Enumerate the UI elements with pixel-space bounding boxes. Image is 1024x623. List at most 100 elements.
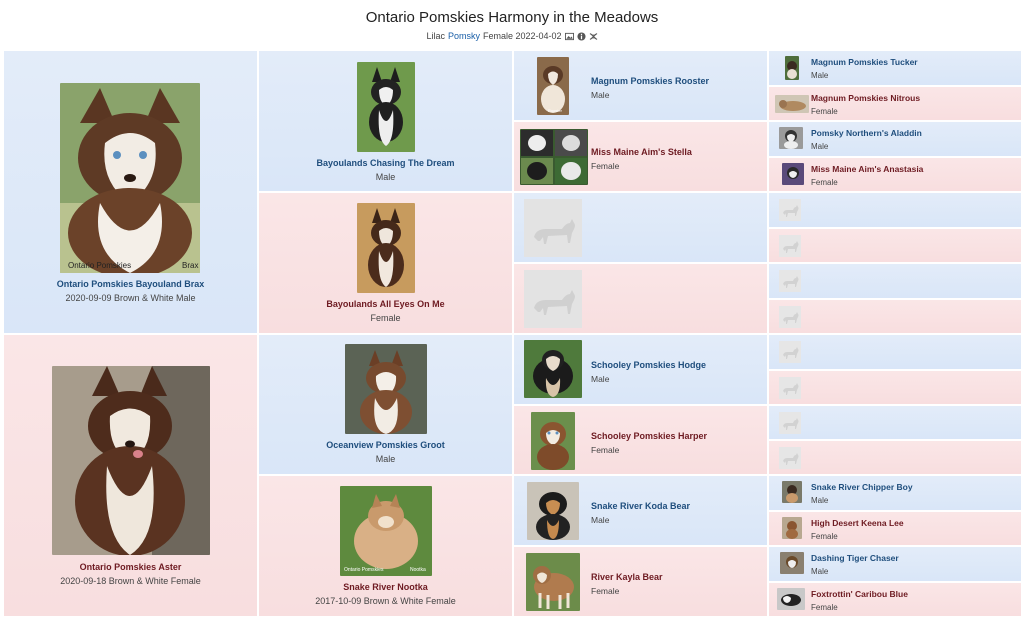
great-grandparent-7-photo[interactable]: [527, 482, 579, 540]
granddam-maternal-card[interactable]: Ontario Pomskies Nootka Snake River Noot…: [258, 475, 513, 617]
great-grandparent-5-meta: Male: [591, 374, 610, 384]
grandsire-maternal-photo[interactable]: [345, 344, 427, 434]
great-grandparent-2-name[interactable]: Miss Maine Aim's Stella: [591, 147, 692, 157]
gen4-ancestor-13-name[interactable]: Snake River Chipper Boy: [811, 482, 913, 492]
granddam-maternal-photo-watermark-left: Ontario Pomskies: [344, 567, 384, 573]
granddam-paternal-name[interactable]: Bayoulands All Eyes On Me: [326, 299, 445, 309]
placeholder-dog-icon: [524, 270, 582, 328]
placeholder-dog-icon: [779, 235, 801, 257]
sire-photo-watermark-right: Brax: [182, 261, 198, 270]
gen4-ancestor-15-name[interactable]: Dashing Tiger Chaser: [811, 553, 899, 563]
great-grandparent-1-card[interactable]: Rooster Magnum Pomskies Rooster Male: [513, 50, 768, 121]
great-grandparent-1-name[interactable]: Magnum Pomskies Rooster: [591, 76, 710, 86]
grandsire-maternal-card[interactable]: Oceanview Pomskies Groot Male: [258, 334, 513, 475]
great-grandparent-2-card[interactable]: Miss Maine Aim's Stella Female: [513, 121, 768, 192]
breed-link[interactable]: Pomsky: [447, 31, 480, 41]
gen4-ancestor-14-photo[interactable]: [782, 517, 802, 539]
gen4-ancestor-16-photo[interactable]: [777, 588, 805, 610]
granddam-maternal-name[interactable]: Snake River Nootka: [343, 582, 428, 592]
great-grandparent-6-photo[interactable]: [531, 412, 575, 470]
grandsire-paternal-name[interactable]: Bayoulands Chasing The Dream: [316, 158, 455, 168]
gen4-ancestor-3-card[interactable]: Pomsky Northern's Aladdin Male: [768, 121, 1022, 157]
great-grandparent-6-card[interactable]: Schooley Pomskies Harper Female: [513, 405, 768, 475]
gen4-ancestor-16-meta: Female: [811, 603, 838, 612]
great-grandparent-8-photo[interactable]: [526, 553, 580, 611]
grandsire-paternal-photo[interactable]: [357, 62, 415, 152]
gen4-ancestor-13-card[interactable]: Snake River Chipper Boy Male: [768, 475, 1022, 511]
grandsire-maternal-name[interactable]: Oceanview Pomskies Groot: [326, 440, 445, 450]
great-grandparent-5-card[interactable]: Schooley Pomskies Hodge Male: [513, 334, 768, 405]
page-title: Ontario Pomskies Harmony in the Meadows: [365, 9, 659, 26]
gen4-ancestor-1-name[interactable]: Magnum Pomskies Tucker: [811, 57, 918, 67]
grandsire-paternal-card[interactable]: Bayoulands Chasing The Dream Male: [258, 50, 513, 192]
gen4-ancestor-8-card[interactable]: [768, 299, 1022, 334]
dam-photo[interactable]: [52, 366, 210, 555]
gen4-ancestor-2-photo[interactable]: [775, 95, 809, 113]
great-grandparent-8-name[interactable]: River Kayla Bear: [591, 572, 663, 582]
gen4-ancestor-6-card[interactable]: [768, 228, 1022, 263]
great-grandparent-4-card[interactable]: [513, 263, 768, 334]
dog-summary: Lilac Pomsky Female 2022-04-02: [0, 31, 1024, 41]
granddam-paternal-card[interactable]: Bayoulands All Eyes On Me Female: [258, 192, 513, 334]
gen4-ancestor-2-card[interactable]: Magnum Pomskies Nitrous Female: [768, 86, 1022, 121]
gen4-ancestor-4-meta: Female: [811, 178, 838, 187]
granddam-maternal-photo[interactable]: Ontario Pomskies Nootka: [340, 486, 432, 576]
gen4-ancestor-4-name[interactable]: Miss Maine Aim's Anastasia: [811, 164, 924, 174]
gen4-ancestor-4-photo[interactable]: [782, 163, 804, 185]
gen4-ancestor-1-meta: Male: [811, 71, 829, 80]
gen4-ancestor-4-card[interactable]: Miss Maine Aim's Anastasia Female: [768, 157, 1022, 192]
placeholder-dog-icon: [779, 447, 801, 469]
gen4-ancestor-14-card[interactable]: High Desert Keena Lee Female: [768, 511, 1022, 546]
gen4-ancestor-12-card[interactable]: [768, 440, 1022, 475]
sex-date-label: Female 2022-04-02: [482, 31, 562, 41]
great-grandparent-6-name[interactable]: Schooley Pomskies Harper: [591, 431, 708, 441]
gen4-ancestor-1-card[interactable]: Magnum Pomskies Tucker Male: [768, 50, 1022, 86]
gen4-ancestor-9-card[interactable]: [768, 334, 1022, 370]
great-grandparent-5-name[interactable]: Schooley Pomskies Hodge: [591, 360, 707, 370]
great-grandparent-1-photo-watermark: Rooster: [548, 108, 563, 113]
gen4-ancestor-3-photo[interactable]: [779, 127, 803, 149]
placeholder-dog-icon: [779, 270, 801, 292]
gen4-ancestor-13-photo[interactable]: [782, 481, 802, 503]
great-grandparent-8-card[interactable]: River Kayla Bear Female: [513, 546, 768, 617]
gen4-ancestor-15-card[interactable]: Dashing Tiger Chaser Male: [768, 546, 1022, 582]
gen4-ancestor-5-card[interactable]: [768, 192, 1022, 228]
gen4-ancestor-11-card[interactable]: [768, 405, 1022, 440]
great-grandparent-1-photo[interactable]: Rooster: [537, 57, 569, 115]
dam-name[interactable]: Ontario Pomskies Aster: [79, 562, 182, 572]
pedigree-header: Ontario Pomskies Harmony in the Meadows …: [0, 0, 1024, 48]
great-grandparent-5-photo[interactable]: [524, 340, 582, 398]
great-grandparent-7-card[interactable]: Snake River Koda Bear Male: [513, 475, 768, 546]
gen4-ancestor-16-name[interactable]: Foxtrottin' Caribou Blue: [811, 589, 908, 599]
great-grandparent-6-meta: Female: [591, 445, 620, 455]
sire-name[interactable]: Ontario Pomskies Bayouland Brax: [56, 279, 205, 289]
sire-meta: 2020-09-09 Brown & White Male: [65, 293, 196, 303]
granddam-maternal-meta: 2017-10-09 Brown & White Female: [315, 596, 456, 606]
great-grandparent-7-name[interactable]: Snake River Koda Bear: [591, 501, 691, 511]
info-icon[interactable]: [576, 31, 586, 41]
gen4-ancestor-14-name[interactable]: High Desert Keena Lee: [811, 518, 904, 528]
granddam-maternal-photo-watermark-right: Nootka: [410, 567, 426, 573]
granddam-paternal-photo[interactable]: [357, 203, 415, 293]
gen4-ancestor-14-meta: Female: [811, 532, 838, 541]
great-grandparent-3-card[interactable]: [513, 192, 768, 263]
sire-photo-watermark-left: Ontario Pomskies: [68, 261, 131, 270]
gen4-ancestor-1-photo[interactable]: [785, 56, 799, 80]
great-grandparent-2-photo[interactable]: [520, 129, 588, 185]
gen4-ancestor-7-card[interactable]: [768, 263, 1022, 299]
dna-icon[interactable]: [589, 32, 598, 41]
sire-card[interactable]: Ontario Pomskies Brax Ontario Pomskies B…: [3, 50, 258, 334]
gen4-ancestor-3-name[interactable]: Pomsky Northern's Aladdin: [811, 128, 922, 138]
great-grandparent-8-meta: Female: [591, 586, 620, 596]
placeholder-dog-icon: [524, 199, 582, 257]
photo-icon[interactable]: [564, 32, 574, 41]
placeholder-dog-icon: [779, 306, 801, 328]
gen4-ancestor-15-photo[interactable]: [780, 552, 804, 574]
placeholder-dog-icon: [779, 341, 801, 363]
gen4-ancestor-2-name[interactable]: Magnum Pomskies Nitrous: [811, 93, 921, 103]
dam-card[interactable]: Ontario Pomskies Aster 2020-09-18 Brown …: [3, 334, 258, 617]
sire-photo[interactable]: Ontario Pomskies Brax: [60, 83, 200, 273]
gen4-ancestor-2-meta: Female: [811, 107, 838, 116]
gen4-ancestor-10-card[interactable]: [768, 370, 1022, 405]
gen4-ancestor-16-card[interactable]: Foxtrottin' Caribou Blue Female: [768, 582, 1022, 617]
